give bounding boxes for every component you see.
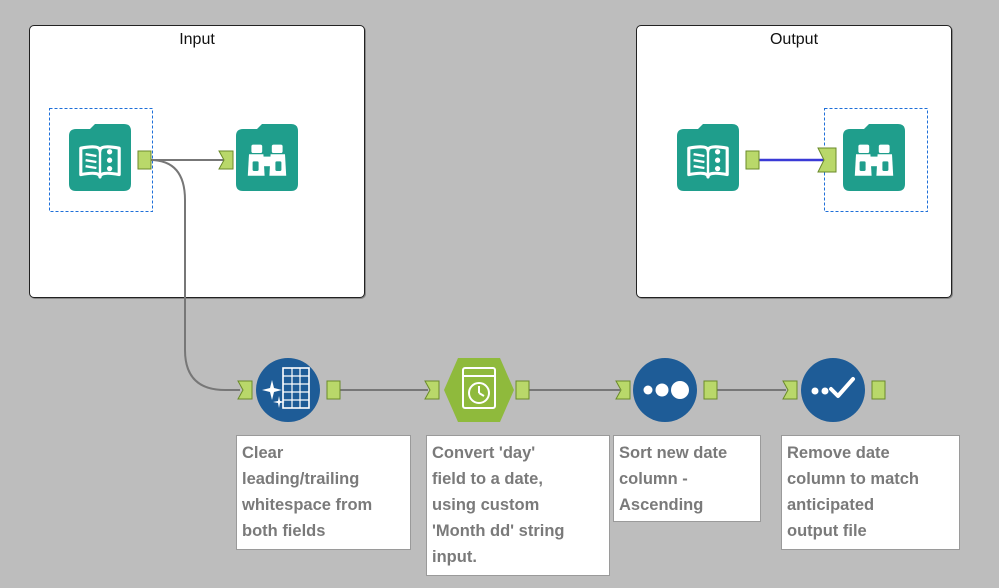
annotation-line: both fields (242, 522, 326, 540)
output-anchor[interactable] (137, 150, 152, 170)
annotation-line: input. (432, 548, 477, 566)
connection-input-to-cleansing[interactable] (149, 159, 240, 391)
output-anchor[interactable] (515, 380, 530, 400)
annotation-line: column to match (787, 470, 920, 488)
input-anchor[interactable] (424, 380, 440, 400)
input-anchor[interactable] (237, 380, 253, 400)
input-anchor[interactable] (817, 147, 837, 173)
browse-tool[interactable] (843, 124, 905, 191)
output-anchor[interactable] (871, 380, 886, 400)
three-dots-icon (643, 381, 689, 399)
annotation-cleansing[interactable]: Clear leading/trailing whitespace from b… (236, 435, 411, 550)
check-dots-icon (811, 377, 855, 398)
input-anchor[interactable] (218, 150, 234, 170)
data-cleansing-tool[interactable] (256, 358, 320, 422)
annotation-datetime[interactable]: Convert 'day' field to a date, using cus… (426, 435, 610, 576)
input-data-tool[interactable] (677, 124, 739, 191)
calendar-clock-icon (462, 367, 496, 409)
input-anchor[interactable] (782, 380, 798, 400)
annotation-line: Remove date (787, 444, 890, 462)
annotation-select[interactable]: Remove date column to match anticipated … (781, 435, 960, 550)
annotation-line: whitespace from (242, 496, 373, 514)
datetime-tool[interactable] (444, 358, 514, 422)
annotation-sort[interactable]: Sort new date column - Ascending (613, 435, 761, 522)
input-anchor[interactable] (615, 380, 631, 400)
sort-tool[interactable] (633, 358, 697, 422)
annotation-line: Clear (242, 444, 284, 462)
selection-box (49, 108, 153, 212)
annotation-line: anticipated (787, 496, 875, 514)
annotation-line: Convert 'day' (432, 444, 536, 462)
annotation-line: column - (619, 470, 688, 488)
select-tool[interactable] (801, 358, 865, 422)
annotation-line: using custom (432, 496, 540, 514)
browse-tool[interactable] (236, 124, 298, 191)
output-anchor[interactable] (703, 380, 718, 400)
annotation-line: output file (787, 522, 867, 540)
container-title-input: Input (179, 31, 215, 48)
annotation-line: 'Month dd' string (432, 522, 565, 540)
input-data-tool[interactable] (69, 124, 131, 191)
annotation-line: Sort new date (619, 444, 728, 462)
annotation-line: field to a date, (432, 470, 543, 488)
annotation-line: leading/trailing (242, 470, 360, 488)
annotation-line: Ascending (619, 496, 704, 514)
container-title-output: Output (769, 31, 819, 48)
sparkle-grid-icon (262, 367, 310, 409)
output-anchor[interactable] (326, 380, 341, 400)
output-anchor[interactable] (745, 150, 760, 170)
